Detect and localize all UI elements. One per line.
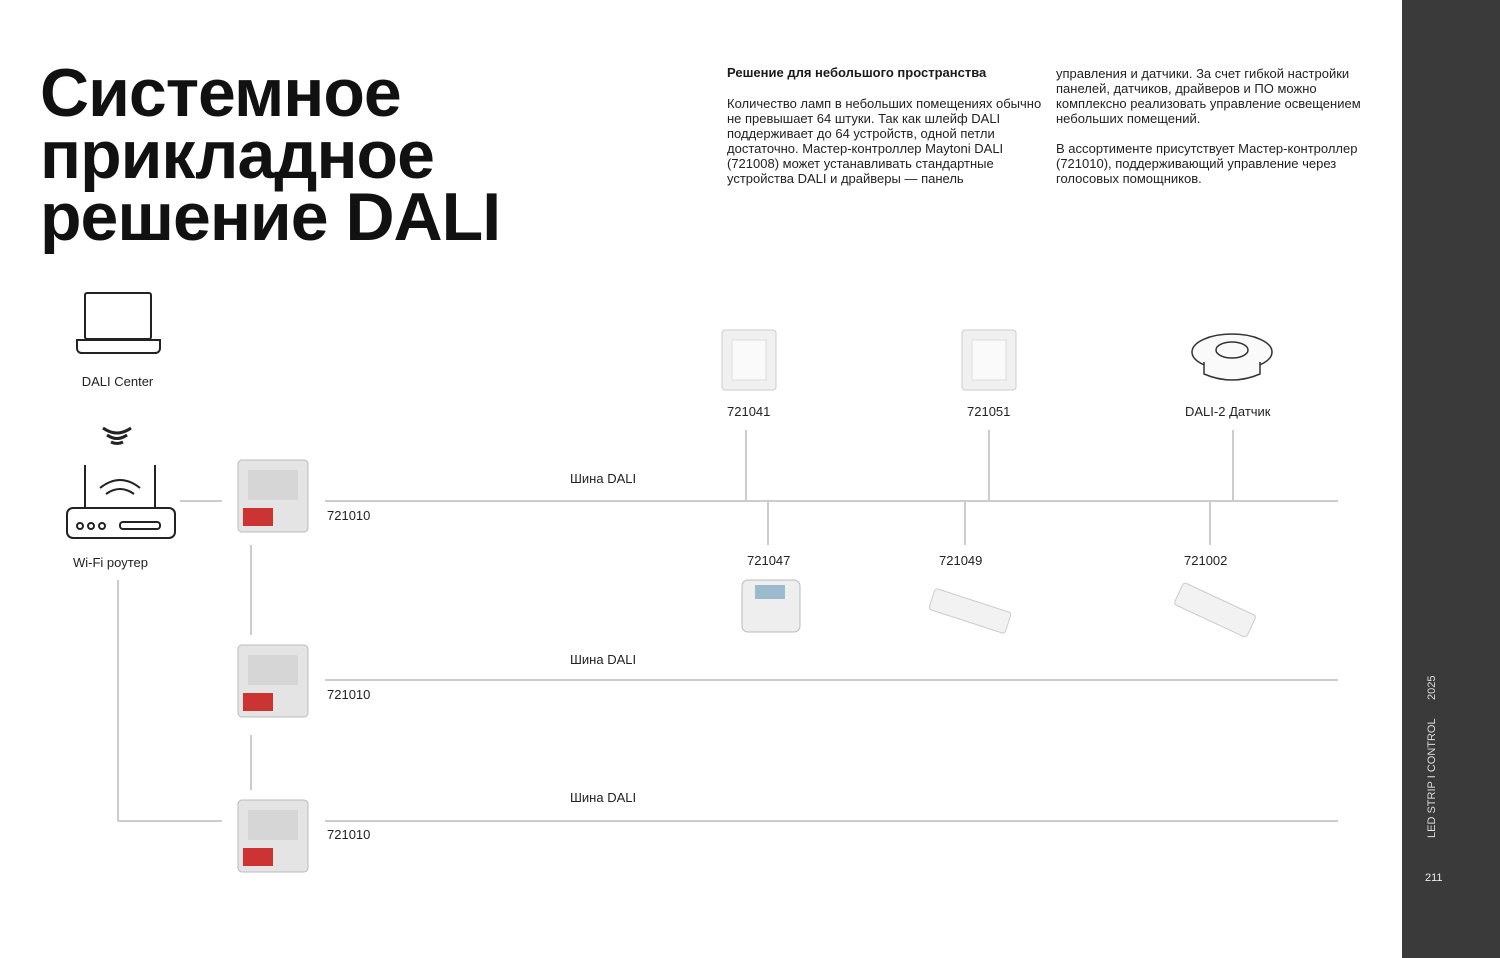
bus-label: Шина DALI	[570, 652, 637, 667]
paragraph: Количество ламп в небольших помещениях о…	[727, 96, 1042, 186]
title-line: решение DALI	[40, 179, 501, 255]
controller-label: 721010	[327, 687, 371, 702]
sidebar-year: 2025	[1426, 675, 1438, 700]
device-label: 721051	[967, 404, 1011, 419]
device-label: 721049	[939, 553, 983, 568]
bus-lines	[117, 430, 1338, 822]
router-label: Wi-Fi роутер	[73, 555, 149, 570]
wifi-signal-icon	[102, 426, 132, 445]
controller-label: 721010	[327, 508, 371, 523]
wall-panel-icon	[721, 329, 1017, 391]
router-icon	[66, 465, 176, 539]
device-label: DALI-2 Датчик	[1185, 404, 1271, 419]
controller-module-icon	[237, 459, 309, 873]
device-label: 721041	[727, 404, 771, 419]
sidebar-section: LED STRIP I CONTROL	[1426, 718, 1438, 838]
driver-icon	[741, 579, 1256, 638]
paragraph: управления и датчики. За счет гибкой нас…	[1056, 66, 1361, 126]
dali-diagram	[66, 292, 1338, 873]
sidebar: 2025 LED STRIP I CONTROL 211	[1402, 0, 1500, 958]
dali-center-label: DALI Center	[81, 374, 154, 389]
paragraph: В ассортименте присутствует Мастер-контр…	[1056, 141, 1358, 186]
bus-label: Шина DALI	[570, 790, 637, 805]
text-column-2: управления и датчики. За счет гибкой нас…	[1056, 66, 1376, 201]
title-line: Системное	[40, 55, 402, 131]
page-title: Системное прикладное решение DALI	[40, 55, 501, 255]
sensor-icon	[1191, 333, 1273, 381]
device-label: 721002	[1184, 553, 1228, 568]
device-label: 721047	[747, 553, 791, 568]
title-line: прикладное	[40, 117, 435, 193]
controller-label: 721010	[327, 827, 371, 842]
text-column-1: Количество ламп в небольших помещениях о…	[727, 96, 1047, 201]
bus-label: Шина DALI	[570, 471, 637, 486]
section-heading: Решение для небольшого пространства	[727, 65, 987, 80]
laptop-icon	[76, 292, 161, 354]
page-number: 211	[1425, 872, 1443, 884]
